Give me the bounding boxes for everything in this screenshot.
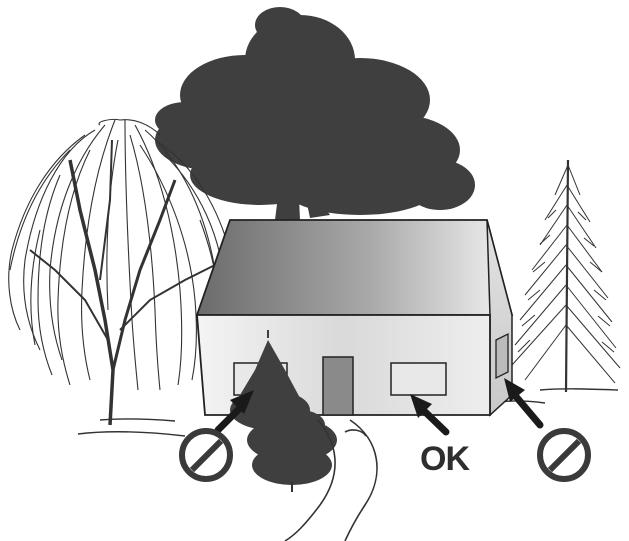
window-right-side [496,334,508,378]
house [197,220,512,415]
prohibition-icon [540,431,588,479]
ok-label: OK [420,440,470,478]
window-center [391,363,446,395]
spruce-tree [512,160,620,392]
house-door [323,357,353,415]
prohibition-icon [182,431,230,479]
house-roof [197,220,512,315]
